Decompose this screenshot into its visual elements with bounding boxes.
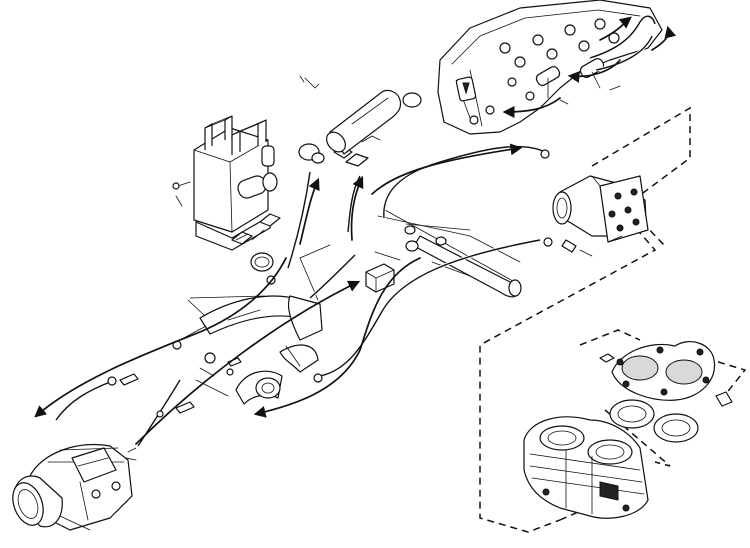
exhaust-manifold [437, 0, 663, 135]
leader-lines [187, 223, 471, 397]
manifold-outlet-hoses [502, 14, 677, 118]
center-water-line [299, 209, 522, 301]
small-block [365, 263, 395, 293]
hose-fittings [107, 149, 593, 461]
cooling-pipe [179, 295, 323, 405]
cylinder-head-cover [599, 341, 733, 407]
exhaust-pipe [552, 175, 649, 243]
clamps-and-fittings [235, 75, 422, 272]
upper-exhaust-tube [326, 89, 402, 155]
water-hoses [54, 145, 546, 447]
jet-pump [12, 443, 133, 531]
flow-arrows [34, 143, 523, 445]
muffler-box [172, 115, 281, 251]
cylinder-block [523, 416, 649, 519]
head-gaskets [609, 399, 699, 443]
